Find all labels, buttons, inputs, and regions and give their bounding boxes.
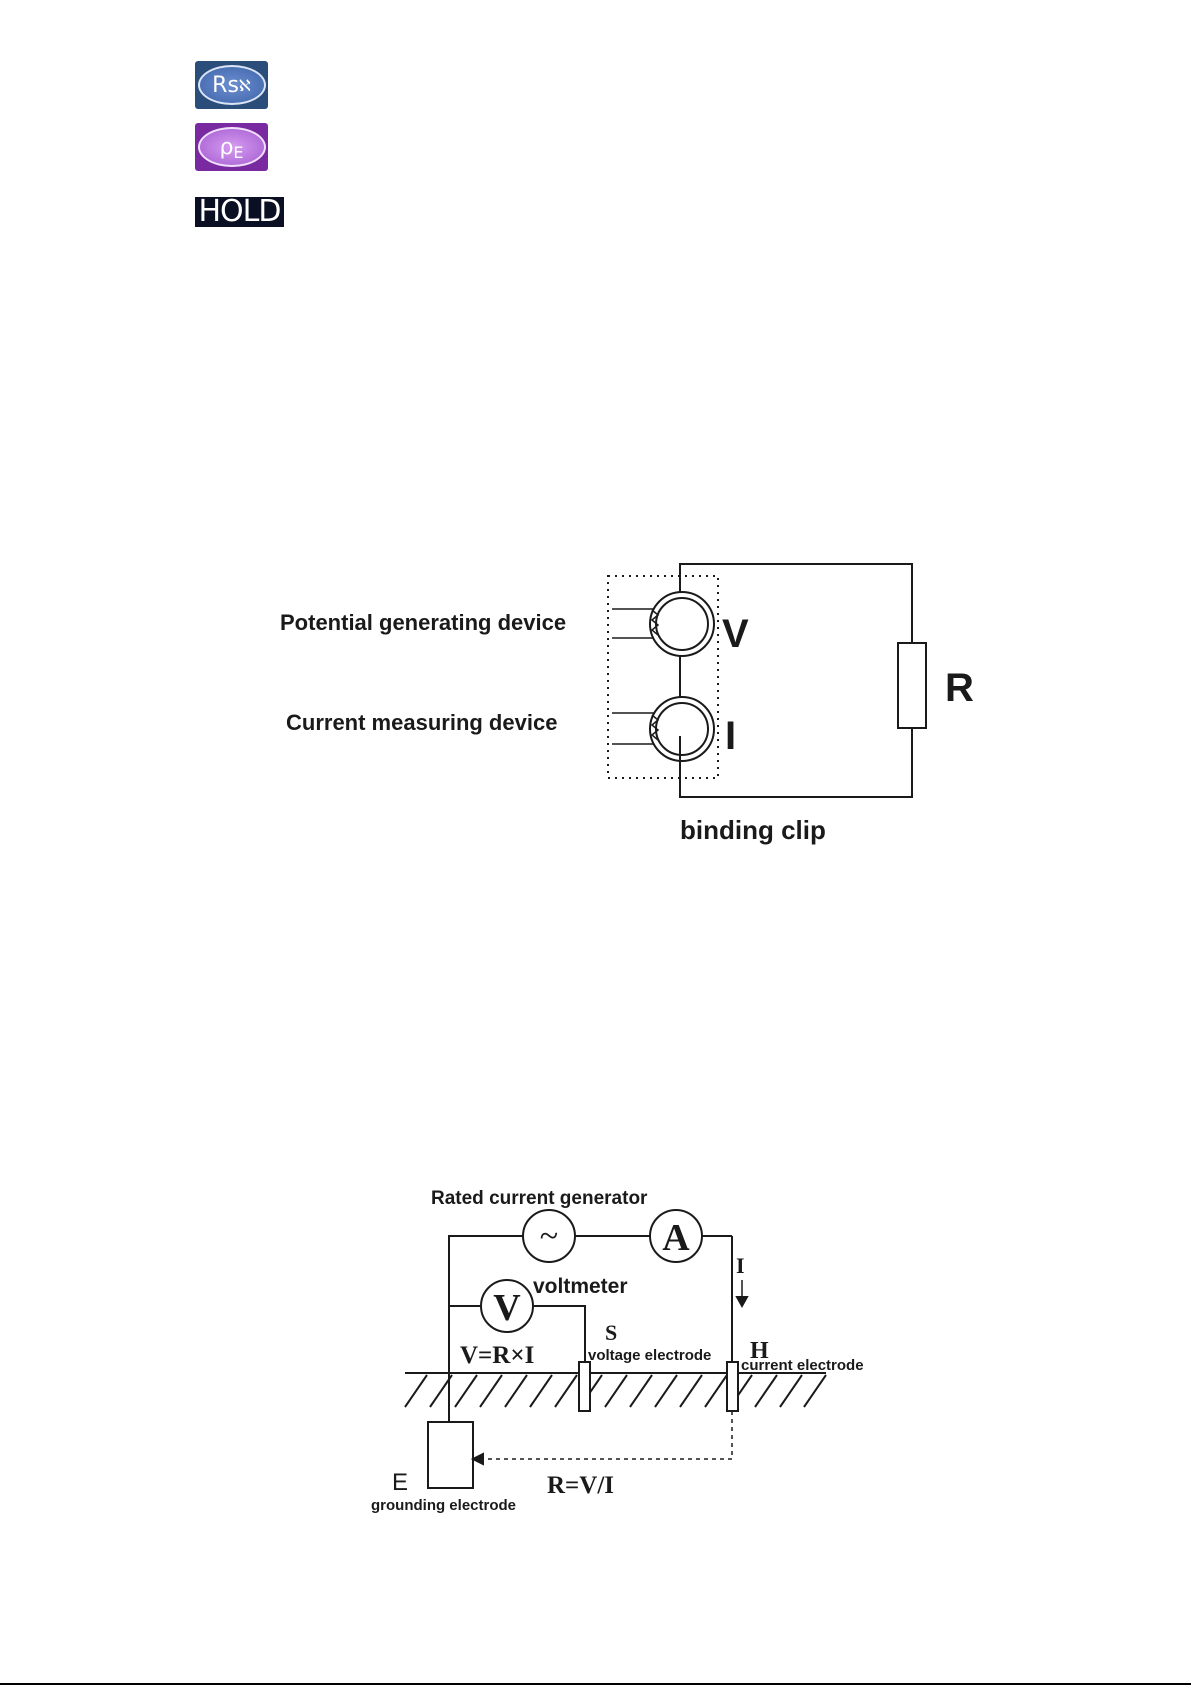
ac-source-glyph: ~: [540, 1218, 558, 1255]
voltmeter-meter-label: V: [493, 1287, 521, 1329]
resistor-symbol: [898, 643, 926, 728]
clamp-diagram: [608, 564, 926, 797]
label-grounding-electrode: grounding electrode: [371, 1497, 516, 1514]
label-s: S: [605, 1320, 617, 1345]
label-voltage-electrode: voltage electrode: [588, 1347, 711, 1364]
grounding-electrode-e: [428, 1422, 473, 1488]
voltage-coil-inner: [656, 598, 708, 650]
formula-v-equals-ri: V=R×I: [460, 1342, 534, 1369]
label-current-electrode: current electrode: [741, 1357, 864, 1374]
label-e: E: [392, 1469, 408, 1496]
ammeter-label: A: [662, 1217, 690, 1259]
label-binding-clip: binding clip: [680, 815, 826, 845]
current-arrow-head: [737, 1297, 747, 1306]
clamp-loop-wire-bottom: [680, 728, 912, 797]
current-electrode-h: [727, 1362, 738, 1411]
label-current-i: I: [736, 1253, 745, 1278]
return-arrow-head: [473, 1454, 483, 1464]
ground-hatching: [405, 1375, 826, 1407]
wire-voltmeter-right: [534, 1306, 585, 1362]
current-return-path: [480, 1411, 732, 1459]
label-potential-device: Potential generating device: [280, 610, 566, 635]
current-coil-outer: [650, 697, 714, 761]
current-coil-inner: [656, 703, 708, 755]
formula-r-equals-v-over-i: R=V/I: [547, 1472, 614, 1499]
label-r: R: [945, 666, 974, 710]
voltage-coil-outer: [650, 592, 714, 656]
label-v: V: [722, 612, 749, 656]
label-i: I: [725, 714, 736, 758]
label-current-device: Current measuring device: [286, 710, 557, 735]
label-rated-generator: Rated current generator: [431, 1188, 648, 1209]
label-voltmeter: voltmeter: [533, 1275, 628, 1298]
voltage-electrode-s: [579, 1362, 590, 1411]
